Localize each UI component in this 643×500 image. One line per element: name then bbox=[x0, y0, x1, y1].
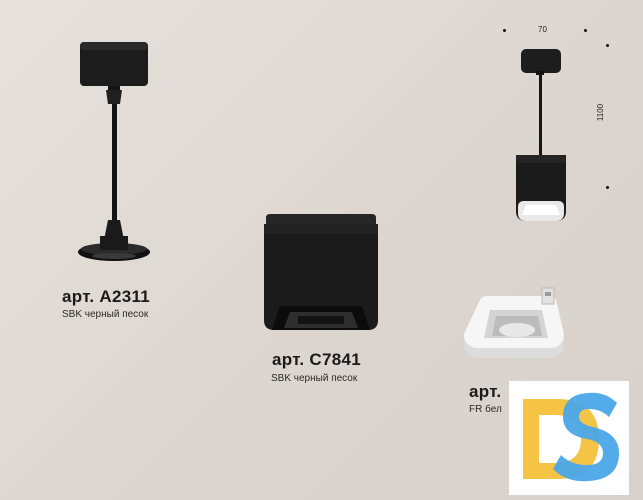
pendant-suspension-image bbox=[78, 42, 150, 261]
product-title-c7841: арт. C7841 bbox=[272, 350, 361, 369]
dimension-height-label: 1100 bbox=[596, 103, 606, 122]
dimension-dot bbox=[606, 44, 609, 47]
product-title-a2311: арт. A2311 bbox=[62, 287, 151, 306]
assembled-pendant-image bbox=[516, 49, 566, 221]
product-subtitle-a2311: SBK черный песок bbox=[62, 309, 149, 320]
dimension-width-label: 70 bbox=[538, 25, 547, 34]
product-subtitle-fr: FR бел bbox=[469, 404, 502, 415]
white-frame-image bbox=[464, 287, 564, 358]
product-title-fr: арт. bbox=[469, 382, 502, 401]
dimension-dot bbox=[584, 29, 587, 32]
ds-logo-icon: DS bbox=[509, 381, 629, 495]
product-subtitle-c7841: SBK черный песок bbox=[271, 373, 358, 384]
dimension-dot bbox=[503, 29, 506, 32]
square-housing-image bbox=[264, 214, 378, 330]
dimension-dot bbox=[606, 186, 609, 189]
